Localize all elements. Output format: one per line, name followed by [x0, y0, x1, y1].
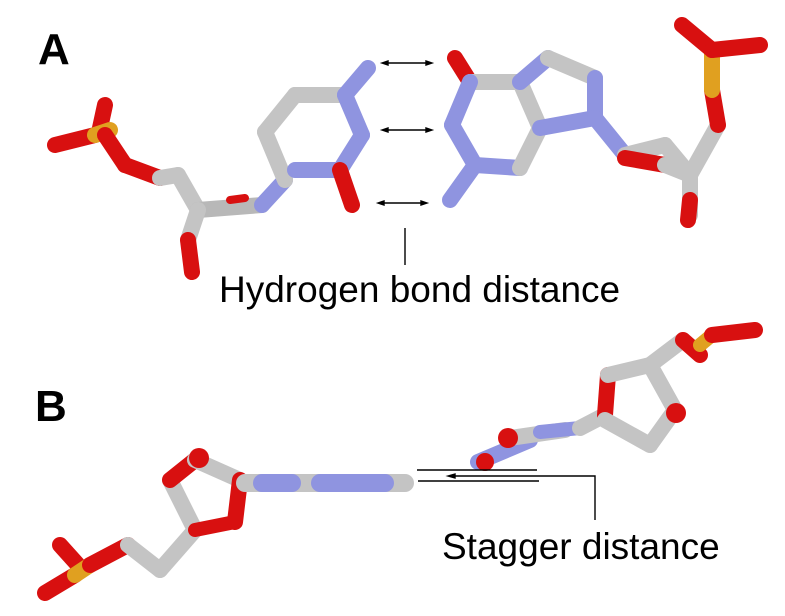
panel-label-b: B [35, 382, 67, 431]
hydrogen-bond-caption: Hydrogen bond distance [219, 269, 621, 310]
stagger-distance-caption: Stagger distance [442, 526, 720, 567]
panel-label-a: A [38, 25, 70, 74]
hydrogen-bond-arrows [375, 60, 435, 265]
side-view-left-nucleotide [37, 452, 414, 601]
guanine-nucleotide [442, 17, 768, 228]
cytosine-nucleotide [47, 60, 376, 280]
atom-caps [189, 403, 686, 471]
side-view-right-nucleotide [470, 322, 763, 470]
stagger-distance-lines [417, 469, 596, 520]
